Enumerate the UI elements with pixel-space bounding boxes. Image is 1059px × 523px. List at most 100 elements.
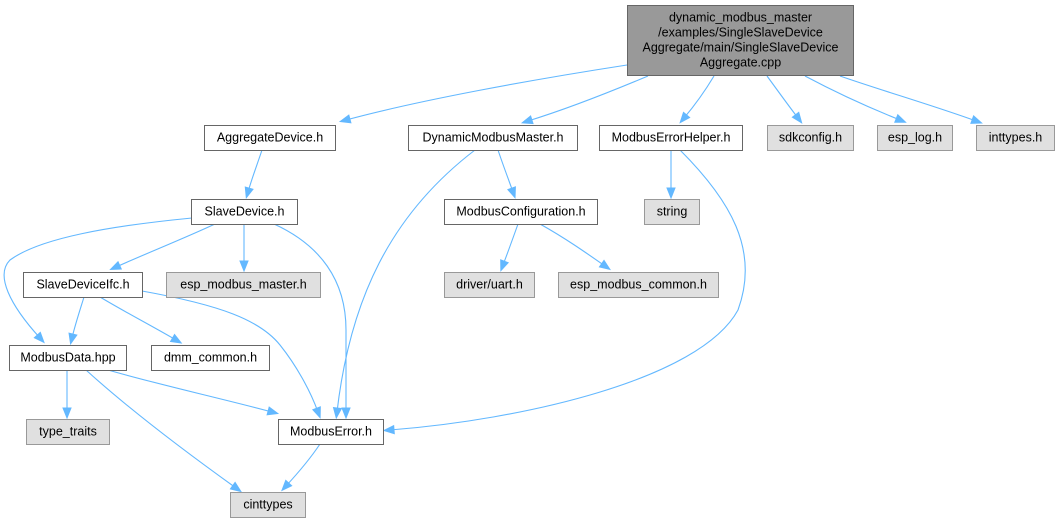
node-root[interactable]: dynamic_modbus_master/examples/SingleSla… bbox=[627, 5, 854, 76]
node-label: sdkconfig.h bbox=[779, 131, 842, 145]
edge-line bbox=[247, 149, 263, 193]
edge-slave-device-h-to-modbus-data-hpp bbox=[3, 217, 193, 344]
edge-arrowhead bbox=[520, 115, 534, 125]
node-label: ModbusError.h bbox=[290, 425, 372, 439]
node-label: dynamic_modbus_master bbox=[669, 11, 812, 25]
edge-arrowhead bbox=[68, 332, 78, 346]
edge-line bbox=[85, 369, 237, 489]
node-box bbox=[558, 272, 719, 298]
node-dynamic-modbus-master-h[interactable]: DynamicModbusMaster.h bbox=[408, 125, 578, 151]
edge-arrowhead bbox=[281, 479, 293, 492]
node-box bbox=[166, 272, 321, 298]
node-label: DynamicModbusMaster.h bbox=[422, 131, 563, 145]
node-slave-device-ifc-h[interactable]: SlaveDeviceIfc.h bbox=[23, 272, 143, 298]
node-cinttypes[interactable]: cinttypes bbox=[230, 492, 306, 518]
edge-line bbox=[804, 75, 901, 121]
edge-line bbox=[345, 64, 628, 121]
node-label: ModbusErrorHelper.h bbox=[612, 131, 731, 145]
edge-line bbox=[502, 223, 519, 266]
node-type-traits[interactable]: type_traits bbox=[26, 419, 110, 445]
node-label: string bbox=[657, 205, 688, 219]
edge-modbus-data-hpp-to-cinttypes bbox=[85, 369, 242, 493]
node-box bbox=[191, 199, 298, 225]
node-esp-modbus-master-h[interactable]: esp_modbus_master.h bbox=[166, 272, 321, 298]
edge-arrowhead bbox=[679, 111, 691, 124]
edge-modbus-configuration-h-to-driver-uart-h bbox=[500, 223, 519, 272]
edge-arrowhead bbox=[33, 331, 45, 344]
node-box bbox=[230, 492, 306, 518]
edge-arrowhead bbox=[791, 111, 803, 124]
node-inttypes-h[interactable]: inttypes.h bbox=[976, 125, 1055, 151]
node-label: driver/uart.h bbox=[456, 278, 523, 292]
node-label: dmm_common.h bbox=[164, 351, 257, 365]
node-label: inttypes.h bbox=[989, 131, 1043, 145]
edge-arrowhead bbox=[666, 187, 676, 200]
node-box bbox=[767, 125, 854, 151]
edge-slave-device-ifc-h-to-dmm-common-h bbox=[99, 296, 183, 344]
edge-root-to-esp-log-h bbox=[804, 75, 907, 123]
edge-arrowhead bbox=[169, 333, 183, 344]
edge-slave-device-h-to-slave-device-ifc-h bbox=[109, 223, 216, 270]
edge-line bbox=[141, 290, 319, 413]
edge-arrowhead bbox=[382, 424, 395, 435]
edge-slave-device-ifc-h-to-modbus-data-hpp bbox=[68, 296, 85, 346]
edge-line bbox=[99, 296, 177, 341]
node-label: cinttypes bbox=[243, 498, 292, 512]
edge-line bbox=[71, 296, 85, 339]
edge-modbus-error-helper-h-to-string bbox=[666, 150, 676, 200]
edge-arrowhead bbox=[229, 481, 242, 493]
edge-arrowhead bbox=[598, 259, 612, 271]
edge-arrowhead bbox=[109, 260, 123, 270]
node-label: type_traits bbox=[39, 425, 97, 439]
edge-line bbox=[766, 75, 799, 119]
node-box bbox=[204, 125, 336, 151]
node-esp-log-h[interactable]: esp_log.h bbox=[877, 125, 953, 151]
node-box bbox=[9, 345, 127, 371]
edge-arrowhead bbox=[266, 406, 280, 416]
edge-dynamic-modbus-master-h-to-modbus-configuration-h bbox=[497, 149, 516, 199]
node-box bbox=[26, 419, 110, 445]
node-driver-uart-h[interactable]: driver/uart.h bbox=[444, 272, 535, 298]
node-label: SlaveDevice.h bbox=[205, 205, 285, 219]
edge-arrowhead bbox=[338, 114, 352, 124]
edge-root-to-sdkconfig-h bbox=[766, 75, 803, 124]
node-box bbox=[151, 345, 270, 371]
node-slave-device-h[interactable]: SlaveDevice.h bbox=[191, 199, 298, 225]
edge-arrowhead bbox=[311, 406, 321, 419]
node-box bbox=[976, 125, 1055, 151]
edge-line bbox=[497, 149, 514, 193]
edge-line bbox=[273, 223, 347, 412]
node-sdkconfig-h[interactable]: sdkconfig.h bbox=[767, 125, 854, 151]
node-modbus-data-hpp[interactable]: ModbusData.hpp bbox=[9, 345, 127, 371]
edge-line bbox=[839, 75, 977, 122]
node-label: Aggregate.cpp bbox=[700, 56, 781, 70]
node-box bbox=[408, 125, 578, 151]
edge-arrowhead bbox=[332, 406, 343, 420]
node-box bbox=[444, 199, 598, 225]
node-label: /examples/SingleSlaveDevice bbox=[658, 26, 823, 40]
edge-aggregate-device-h-to-slave-device-h bbox=[244, 149, 263, 200]
edge-modbus-data-hpp-to-modbus-error-h bbox=[107, 369, 280, 416]
edge-slave-device-h-to-modbus-error-h bbox=[273, 223, 351, 420]
edge-line bbox=[3, 217, 193, 339]
edge-line bbox=[683, 75, 715, 119]
node-label: esp_log.h bbox=[888, 131, 942, 145]
edge-modbus-error-h-to-cinttypes bbox=[281, 443, 321, 492]
node-modbus-configuration-h[interactable]: ModbusConfiguration.h bbox=[444, 199, 598, 225]
node-aggregate-device-h[interactable]: AggregateDevice.h bbox=[204, 125, 336, 151]
edge-arrowhead bbox=[970, 115, 983, 124]
node-modbus-error-helper-h[interactable]: ModbusErrorHelper.h bbox=[599, 125, 743, 151]
edge-arrowhead bbox=[62, 407, 72, 420]
edge-slave-device-h-to-esp-modbus-master-h bbox=[239, 224, 249, 273]
edge-modbus-configuration-h-to-esp-modbus-common-h bbox=[539, 223, 612, 271]
edge-arrowhead bbox=[500, 259, 510, 272]
node-modbus-error-h[interactable]: ModbusError.h bbox=[278, 419, 384, 445]
edge-slave-device-ifc-h-to-modbus-error-h bbox=[141, 290, 321, 419]
node-label: Aggregate/main/SingleSlaveDevice bbox=[643, 41, 839, 55]
node-string[interactable]: string bbox=[644, 199, 700, 225]
edge-arrowhead bbox=[894, 113, 907, 123]
node-esp-modbus-common-h[interactable]: esp_modbus_common.h bbox=[558, 272, 719, 298]
node-dmm-common-h[interactable]: dmm_common.h bbox=[151, 345, 270, 371]
edge-arrowhead bbox=[239, 260, 249, 273]
